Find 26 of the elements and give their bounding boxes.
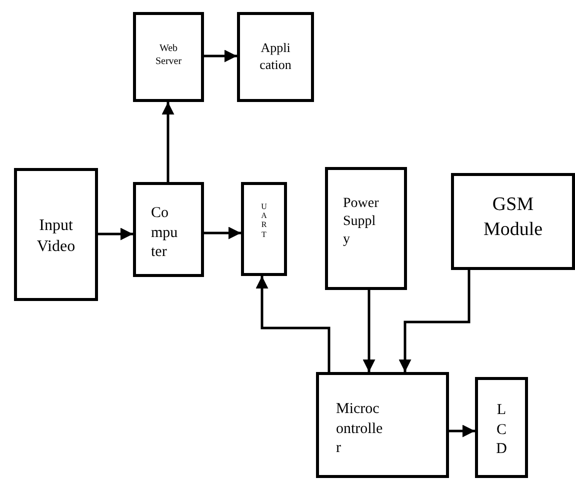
block-label: Appli cation xyxy=(258,40,292,74)
arrow xyxy=(204,226,241,240)
block-box xyxy=(14,168,98,301)
block-label: L C D xyxy=(495,401,508,459)
arrow xyxy=(162,102,174,182)
arrow xyxy=(398,270,470,372)
block-box xyxy=(241,182,287,276)
block-box xyxy=(451,173,575,270)
block-box xyxy=(325,167,407,290)
block-label: Power Suppl y xyxy=(343,195,379,250)
block-label: Web Server xyxy=(154,42,183,68)
arrow xyxy=(449,424,475,438)
block-label: U A R T xyxy=(260,202,268,239)
block-box xyxy=(133,182,204,277)
block-box xyxy=(475,377,528,478)
arrow xyxy=(362,290,376,372)
block-label: Co mpu ter xyxy=(151,204,178,262)
block-label: GSM Module xyxy=(482,193,544,242)
block-box xyxy=(316,372,449,478)
block-box xyxy=(133,12,204,102)
arrow xyxy=(204,50,237,62)
block-label: Input Video xyxy=(36,216,76,257)
arrow xyxy=(256,276,330,372)
block-label: Microc ontrolle r xyxy=(336,400,383,458)
block-box xyxy=(237,12,314,102)
arrow xyxy=(98,228,133,240)
